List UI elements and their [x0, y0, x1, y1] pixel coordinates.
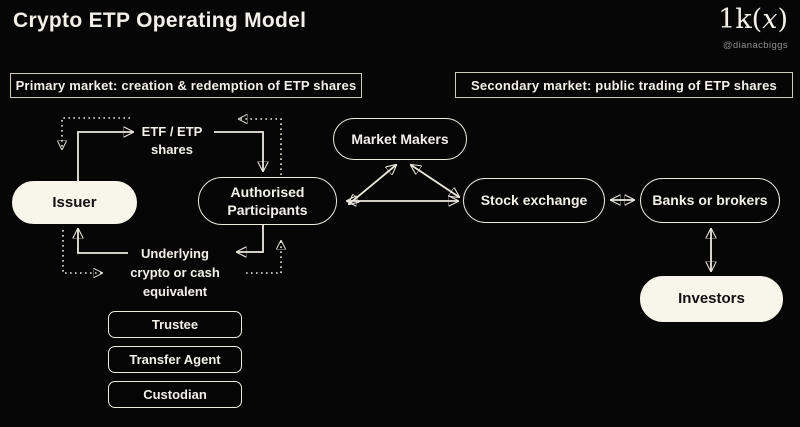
connector-etf-to-ap — [214, 131, 263, 171]
label-etf-etp-shares: ETF / ETP shares — [141, 124, 203, 157]
connector-underlying-to-ap-dotted — [246, 241, 281, 274]
node-authorised-participants: Authorised Participants — [198, 177, 337, 225]
connector-ap-to-underlying — [237, 225, 264, 252]
node-issuer: Issuer — [12, 181, 137, 224]
connector-ap-to-etf-dotted — [239, 119, 282, 175]
connector-etf-to-issuer-dotted — [62, 117, 130, 149]
connector-ap-marketmakers — [349, 165, 396, 204]
connector-issuer-to-etf — [77, 132, 133, 181]
label-underlying-crypto: Underlying crypto or cash equivalent — [130, 246, 220, 299]
connector-marketmakers-stockexchange — [411, 165, 459, 197]
node-investors: Investors — [640, 276, 783, 322]
connector-issuer-to-underlying-dotted — [62, 230, 102, 273]
brand-logo: 1k(x) — [718, 4, 788, 35]
node-transfer-agent: Transfer Agent — [108, 346, 242, 373]
primary-market-label: Primary market: creation & redemption of… — [10, 73, 362, 98]
author-handle: @dianacbiggs — [722, 40, 788, 51]
secondary-market-label: Secondary market: public trading of ETP … — [455, 72, 793, 98]
connector-underlying-to-issuer — [78, 229, 128, 254]
node-banks-or-brokers: Banks or brokers — [640, 178, 780, 223]
logo-prefix: 1k( — [718, 4, 763, 35]
logo-x: x — [762, 4, 778, 35]
node-trustee: Trustee — [108, 311, 242, 338]
logo-suffix: ) — [777, 4, 788, 35]
node-custodian: Custodian — [108, 381, 242, 408]
node-stock-exchange: Stock exchange — [463, 178, 605, 223]
node-market-makers: Market Makers — [333, 118, 467, 160]
page-title: Crypto ETP Operating Model — [13, 9, 307, 32]
